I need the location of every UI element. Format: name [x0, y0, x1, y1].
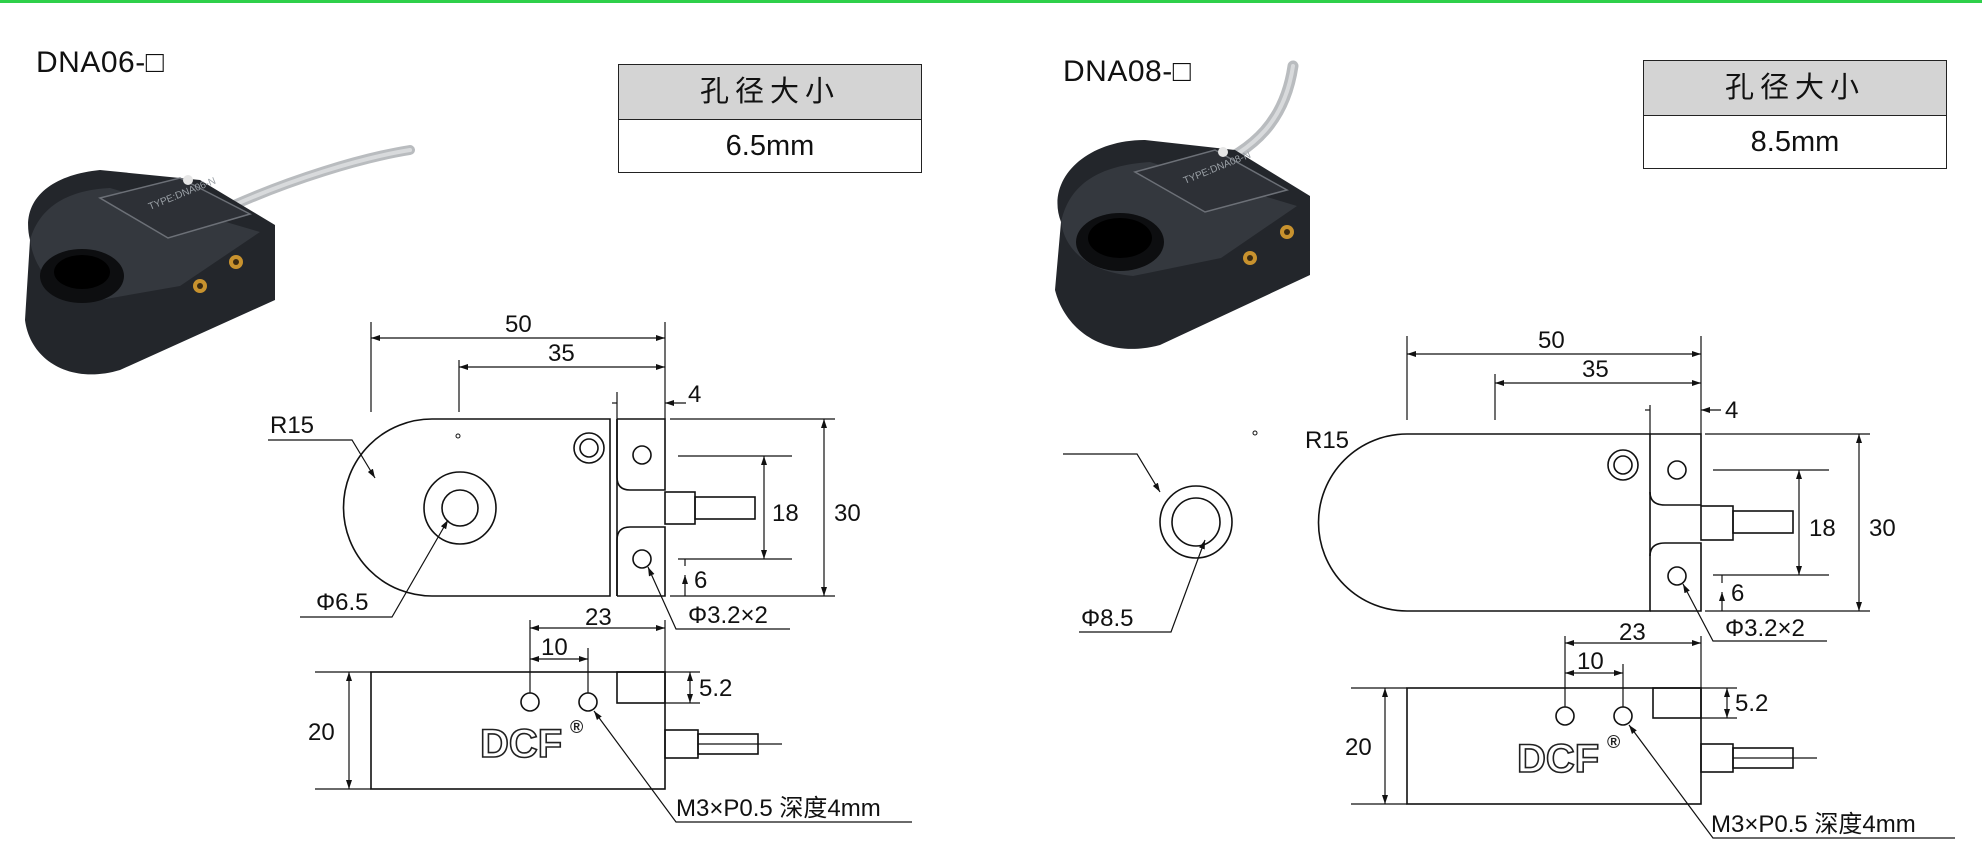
bore-size-table: 孔径大小 6.5mm	[618, 64, 922, 173]
dim-overall-length: 50	[1538, 327, 1565, 354]
dim-thickness: 20	[308, 719, 335, 746]
dim-radius: R15	[1305, 427, 1349, 454]
proximity-sensor-photo: TYPE:DNA06-N	[25, 145, 415, 375]
bore-size-value: 6.5mm	[725, 130, 815, 162]
dim-tab-width: 4	[1725, 397, 1738, 424]
dim-height: 30	[1869, 515, 1896, 542]
model-label: DNA08-□	[1063, 55, 1192, 88]
dim-step: 5.2	[699, 675, 732, 702]
dim-mount-holes: Φ3.2×2	[1725, 615, 1805, 642]
model-label: DNA06-□	[36, 46, 165, 79]
dim-radius: R15	[270, 412, 314, 439]
proximity-sensor-photo: TYPE:DNA08-N	[1055, 60, 1310, 349]
dim-thread-spacing: 10	[541, 634, 568, 661]
dimension-drawing: TYPE:DNA06-N 50 35 4	[25, 145, 912, 823]
brand-mark: ®	[1607, 732, 1620, 752]
dim-thread-spec: M3×P0.5 深度4mm	[1711, 811, 1916, 838]
dim-hole-diameter: Φ6.5	[316, 589, 369, 616]
dim-hole-diameter: Φ8.5	[1081, 605, 1134, 632]
dim-thickness: 20	[1345, 734, 1372, 761]
top-accent-line	[0, 0, 1982, 3]
dim-side-offset: 23	[1619, 619, 1646, 646]
dim-mount-holes: Φ3.2×2	[688, 602, 768, 629]
dim-cable-spacing: 18	[1809, 515, 1836, 542]
dim-tab-width: 4	[688, 381, 701, 408]
panel-dna08: DNA08-□ 孔径大小 8.5mm TYPE:DNA08-N	[1025, 0, 1982, 844]
brand-logo-text: DCF	[480, 722, 562, 766]
dim-thread-spec: M3×P0.5 深度4mm	[676, 795, 881, 822]
bore-size-table: 孔径大小 8.5mm	[1643, 60, 1947, 169]
dim-mount-offset: 35	[1582, 356, 1609, 383]
dim-cable-spacing: 18	[772, 500, 799, 527]
dim-height: 30	[834, 500, 861, 527]
dim-step: 5.2	[1735, 690, 1768, 717]
dim-edge-offset: 6	[694, 567, 707, 594]
bore-size-header: 孔径大小	[619, 65, 921, 120]
dim-mount-offset: 35	[548, 340, 575, 367]
brand-mark: ®	[570, 717, 583, 737]
brand-logo-text: DCF	[1517, 737, 1599, 781]
bore-size-value: 8.5mm	[1750, 126, 1840, 158]
dim-edge-offset: 6	[1731, 580, 1744, 607]
dim-side-offset: 23	[585, 604, 612, 631]
dim-thread-spacing: 10	[1577, 648, 1604, 675]
dimension-drawing: TYPE:DNA08-N 50 35 4	[1055, 60, 1955, 839]
bore-size-header: 孔径大小	[1644, 61, 1946, 116]
dim-overall-length: 50	[505, 311, 532, 338]
panel-dna06: DNA06-□ 孔径大小 6.5mm TYPE:DNA06-N	[25, 46, 922, 823]
